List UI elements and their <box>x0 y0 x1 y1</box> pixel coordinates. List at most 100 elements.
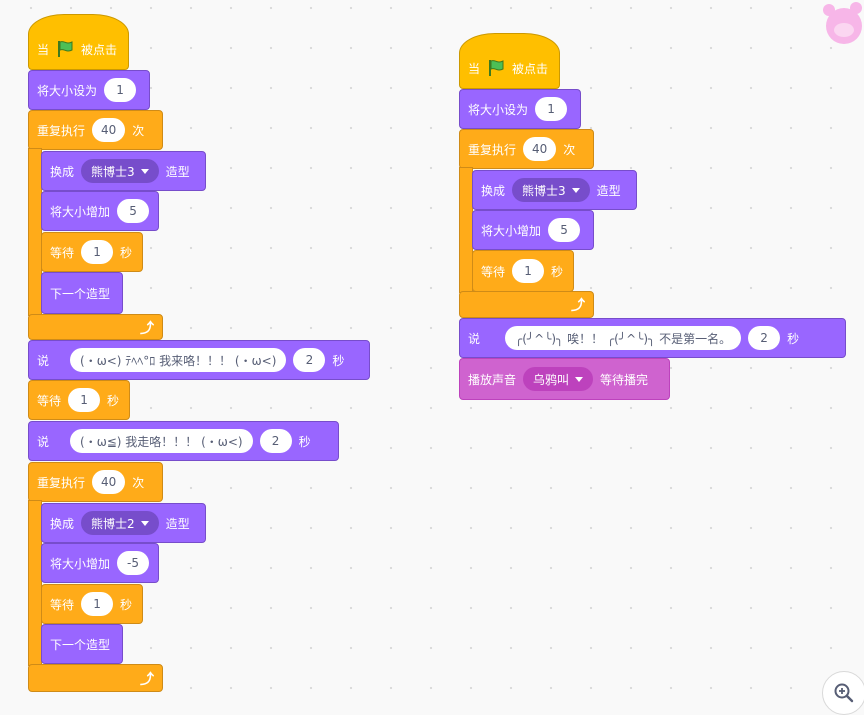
switch-costume-block[interactable]: 换成 熊博士3 造型 <box>41 151 206 191</box>
wait-block[interactable]: 等待 1 秒 <box>41 584 143 624</box>
change-size-input[interactable]: 5 <box>117 199 150 223</box>
say-text-input[interactable]: (・ω≦) 我走咯！！！ (・ω<) <box>70 429 253 453</box>
repeat-bottom: ⤴ <box>459 291 594 318</box>
set-size-block[interactable]: 将大小设为 1 <box>28 70 150 110</box>
costume-label: 换成 <box>481 183 506 198</box>
costume-dropdown[interactable]: 熊博士3 <box>81 159 159 183</box>
chevron-down-icon <box>575 376 584 382</box>
set-size-label: 将大小设为 <box>37 83 98 98</box>
wait-input[interactable]: 1 <box>512 259 545 283</box>
repeat-bottom: ⤴ <box>28 664 163 692</box>
costume-dropdown-value: 熊博士3 <box>522 183 566 198</box>
wait-suffix: 秒 <box>120 597 133 612</box>
green-flag-icon <box>56 40 74 58</box>
say-label: 说 <box>37 434 50 449</box>
repeat-count-input[interactable]: 40 <box>523 137 557 161</box>
sprite-thumbnail <box>820 0 864 48</box>
wait-suffix: 秒 <box>551 264 564 279</box>
next-costume-block[interactable]: 下一个造型 <box>41 272 123 314</box>
wait-label: 等待 <box>481 264 506 279</box>
change-size-label: 将大小增加 <box>50 556 111 571</box>
next-costume-label: 下一个造型 <box>50 286 111 301</box>
hat-post-label: 被点击 <box>81 42 118 57</box>
say-suffix: 秒 <box>298 434 311 449</box>
costume-dropdown-value: 熊博士3 <box>91 164 135 179</box>
next-costume-block[interactable]: 下一个造型 <box>41 624 123 664</box>
set-size-input[interactable]: 1 <box>104 78 137 102</box>
loop-arrow-icon: ⤴ <box>571 298 585 314</box>
wait-block[interactable]: 等待 1 秒 <box>28 380 130 420</box>
chevron-down-icon <box>140 520 149 526</box>
wait-suffix: 秒 <box>120 245 133 260</box>
change-size-block[interactable]: 将大小增加 -5 <box>41 543 159 583</box>
costume-suffix: 造型 <box>165 164 190 179</box>
loop-arrow-icon: ⤴ <box>140 321 154 337</box>
switch-costume-block[interactable]: 换成 熊博士2 造型 <box>41 503 206 543</box>
say-secs-input[interactable]: 2 <box>748 326 781 350</box>
change-size-label: 将大小增加 <box>481 223 542 238</box>
zoom-in-icon <box>834 683 854 703</box>
repeat-block[interactable]: 重复执行 40 次 <box>28 462 163 502</box>
switch-costume-block[interactable]: 换成 熊博士3 造型 <box>472 170 637 210</box>
change-size-block[interactable]: 将大小增加 5 <box>41 191 159 231</box>
repeat-suffix: 次 <box>132 123 145 138</box>
wait-input[interactable]: 1 <box>68 388 101 412</box>
say-secs-input[interactable]: 2 <box>293 348 326 372</box>
wait-input[interactable]: 1 <box>81 240 114 264</box>
repeat-suffix: 次 <box>563 142 576 157</box>
wait-block[interactable]: 等待 1 秒 <box>472 250 574 292</box>
change-size-block[interactable]: 将大小增加 5 <box>472 210 594 250</box>
play-sound-suffix: 等待播完 <box>600 372 649 387</box>
say-text-input[interactable]: (・ω<) ﾃﾍﾍ°ﾛ 我来咯！！！ (・ω<) <box>70 348 287 372</box>
when-flag-clicked-block[interactable]: 当 被点击 <box>459 33 560 89</box>
say-secs-input[interactable]: 2 <box>259 429 292 453</box>
change-size-input[interactable]: 5 <box>548 218 581 242</box>
wait-label: 等待 <box>50 245 75 260</box>
repeat-count-input[interactable]: 40 <box>92 118 126 142</box>
costume-dropdown[interactable]: 熊博士2 <box>81 511 159 535</box>
hat-post-label: 被点击 <box>512 61 549 76</box>
repeat-label: 重复执行 <box>37 123 86 138</box>
wait-suffix: 秒 <box>107 393 120 408</box>
costume-label: 换成 <box>50 164 75 179</box>
repeat-arm <box>459 167 473 293</box>
repeat-arm <box>28 148 42 316</box>
when-flag-clicked-block[interactable]: 当 被点击 <box>28 14 129 70</box>
hat-pre-label: 当 <box>468 61 481 76</box>
repeat-bottom: ⤴ <box>28 314 163 340</box>
say-suffix: 秒 <box>787 331 800 346</box>
hat-pre-label: 当 <box>37 42 50 57</box>
wait-label: 等待 <box>50 597 75 612</box>
chevron-down-icon <box>140 168 149 174</box>
say-text-input[interactable]: ╭(╯^╰)╮ 唉！！ ╭(╯^╰)╮ 不是第一名。 <box>505 326 742 350</box>
costume-dropdown[interactable]: 熊博士3 <box>512 178 590 202</box>
say-label: 说 <box>37 353 50 368</box>
say-label: 说 <box>468 331 481 346</box>
say-for-secs-block[interactable]: 说 (・ω<) ﾃﾍﾍ°ﾛ 我来咯！！！ (・ω<) 2 秒 <box>28 340 370 380</box>
say-for-secs-block[interactable]: 说 ╭(╯^╰)╮ 唉！！ ╭(╯^╰)╮ 不是第一名。 2 秒 <box>459 318 846 358</box>
set-size-label: 将大小设为 <box>468 102 529 117</box>
chevron-down-icon <box>571 187 580 193</box>
set-size-block[interactable]: 将大小设为 1 <box>459 89 581 129</box>
loop-arrow-icon: ⤴ <box>140 672 154 688</box>
play-sound-label: 播放声音 <box>468 372 517 387</box>
repeat-arm <box>28 500 42 666</box>
wait-label: 等待 <box>37 393 62 408</box>
costume-dropdown-value: 熊博士2 <box>91 516 135 531</box>
wait-block[interactable]: 等待 1 秒 <box>41 232 143 272</box>
set-size-input[interactable]: 1 <box>535 97 568 121</box>
wait-input[interactable]: 1 <box>81 592 114 616</box>
repeat-label: 重复执行 <box>37 475 86 490</box>
costume-suffix: 造型 <box>165 516 190 531</box>
sound-dropdown[interactable]: 乌鸦叫 <box>523 367 594 391</box>
change-size-input[interactable]: -5 <box>117 551 150 575</box>
repeat-block[interactable]: 重复执行 40 次 <box>28 110 163 150</box>
repeat-suffix: 次 <box>132 475 145 490</box>
repeat-count-input[interactable]: 40 <box>92 470 126 494</box>
change-size-label: 将大小增加 <box>50 204 111 219</box>
zoom-in-button[interactable] <box>822 671 864 715</box>
play-sound-until-done-block[interactable]: 播放声音 乌鸦叫 等待播完 <box>459 358 670 400</box>
repeat-label: 重复执行 <box>468 142 517 157</box>
repeat-block[interactable]: 重复执行 40 次 <box>459 129 594 169</box>
say-for-secs-block[interactable]: 说 (・ω≦) 我走咯！！！ (・ω<) 2 秒 <box>28 421 339 461</box>
